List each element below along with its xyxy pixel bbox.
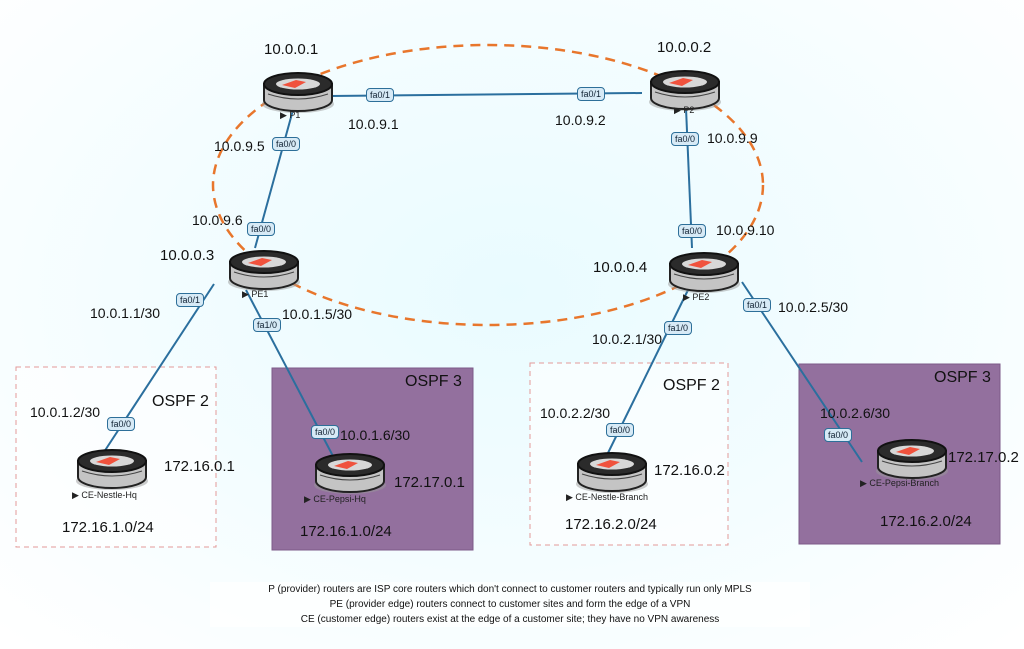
- ce-pepsi-branch-subnet: 172.16.2.0/24: [880, 513, 972, 530]
- p2-name: ▶ P2: [674, 105, 695, 115]
- note-pe-routers: PE (provider edge) routers connect to cu…: [329, 599, 691, 610]
- ip-p2-fa01: 10.0.9.2: [555, 112, 606, 128]
- ospf-label-pepsi-branch: OSPF 3: [934, 369, 991, 386]
- port-ce-nestle-hq-fa00[interactable]: fa0/0: [107, 417, 136, 431]
- port-pe1-fa01[interactable]: fa0/1: [176, 293, 205, 307]
- pe2-loopback: 10.0.0.4: [593, 259, 648, 276]
- pe1-name: ▶ PE1: [242, 289, 269, 299]
- mpls-core-ring: [211, 43, 765, 327]
- port-pe1-fa00[interactable]: fa0/0: [247, 222, 276, 236]
- p1-name: ▶ P1: [280, 110, 301, 120]
- router-pe1-icon[interactable]: [227, 250, 301, 292]
- ce-pepsi-hq-subnet: 172.16.1.0/24: [300, 523, 392, 540]
- note-p-routers: P (provider) routers are ISP core router…: [268, 584, 752, 595]
- ce-nestle-hq-subnet: 172.16.1.0/24: [62, 519, 154, 536]
- ospf-label-nestle-hq: OSPF 2: [152, 393, 209, 410]
- router-pe2-icon[interactable]: [667, 252, 741, 294]
- ip-pe1-fa00: 10.0.9.6: [192, 212, 243, 228]
- router-ce-nestle-branch-icon[interactable]: [575, 452, 649, 494]
- ce-nestle-branch-name: ▶ CE-Nestle-Branch: [566, 492, 648, 502]
- p1-loopback: 10.0.0.1: [264, 41, 319, 58]
- port-pe1-fa10[interactable]: fa1/0: [253, 318, 282, 332]
- port-pe2-fa01[interactable]: fa0/1: [743, 298, 772, 312]
- ip-pe2-fa01: 10.0.2.5/30: [778, 299, 849, 315]
- router-p1-icon[interactable]: [261, 72, 335, 114]
- ip-pe2-fa00: 10.0.9.10: [716, 222, 775, 238]
- pe2-name: ▶ PE2: [683, 292, 710, 302]
- ce-pepsi-hq-name: ▶ CE-Pepsi-Hq: [304, 494, 366, 504]
- port-ce-pepsi-branch-fa00[interactable]: fa0/0: [824, 428, 853, 442]
- pe1-loopback: 10.0.0.3: [160, 247, 215, 264]
- note-ce-routers: CE (customer edge) routers exist at the …: [300, 614, 720, 625]
- port-ce-pepsi-hq-fa00[interactable]: fa0/0: [311, 425, 340, 439]
- port-pe2-fa10[interactable]: fa1/0: [664, 321, 693, 335]
- port-p2-fa00[interactable]: fa0/0: [671, 132, 700, 146]
- ip-ce-pepsi-hq-fa00: 10.0.1.6/30: [340, 427, 411, 443]
- ce-pepsi-branch-name: ▶ CE-Pepsi-Branch: [860, 478, 939, 488]
- port-p1-fa01[interactable]: fa0/1: [366, 88, 395, 102]
- ce-nestle-branch-subnet: 172.16.2.0/24: [565, 516, 657, 533]
- ip-p2-fa00: 10.0.9.9: [707, 130, 758, 146]
- ip-pe1-fa10: 10.0.1.5/30: [282, 306, 353, 322]
- ip-ce-nestle-hq-fa00: 10.0.1.2/30: [30, 404, 101, 420]
- ip-p1-fa00: 10.0.9.5: [214, 138, 265, 154]
- port-p1-fa00[interactable]: fa0/0: [272, 137, 301, 151]
- ip-pe2-fa10: 10.0.2.1/30: [592, 331, 663, 347]
- router-ce-pepsi-hq-icon[interactable]: [313, 453, 387, 495]
- ospf-label-pepsi-hq: OSPF 3: [405, 373, 462, 390]
- ce-pepsi-branch-loopback: 172.17.0.2: [948, 449, 1019, 466]
- ip-ce-pepsi-branch-fa00: 10.0.2.6/30: [820, 405, 891, 421]
- router-ce-pepsi-branch-icon[interactable]: [875, 439, 949, 481]
- ce-pepsi-hq-loopback: 172.17.0.1: [394, 474, 465, 491]
- port-pe2-fa00[interactable]: fa0/0: [678, 224, 707, 238]
- ce-nestle-hq-loopback: 172.16.0.1: [164, 458, 235, 475]
- port-p2-fa01[interactable]: fa0/1: [577, 87, 606, 101]
- ce-nestle-hq-name: ▶ CE-Nestle-Hq: [72, 490, 137, 500]
- ip-pe1-fa01: 10.0.1.1/30: [90, 305, 161, 321]
- ce-nestle-branch-loopback: 172.16.0.2: [654, 462, 725, 479]
- ospf-label-nestle-branch: OSPF 2: [663, 377, 720, 394]
- router-ce-nestle-hq-icon[interactable]: [75, 449, 149, 491]
- p2-loopback: 10.0.0.2: [657, 39, 712, 56]
- ip-p1-fa01: 10.0.9.1: [348, 116, 399, 132]
- ip-ce-nestle-branch-fa00: 10.0.2.2/30: [540, 405, 611, 421]
- legend-notes: P (provider) routers are ISP core router…: [210, 582, 810, 627]
- port-ce-nestle-branch-fa00[interactable]: fa0/0: [606, 423, 635, 437]
